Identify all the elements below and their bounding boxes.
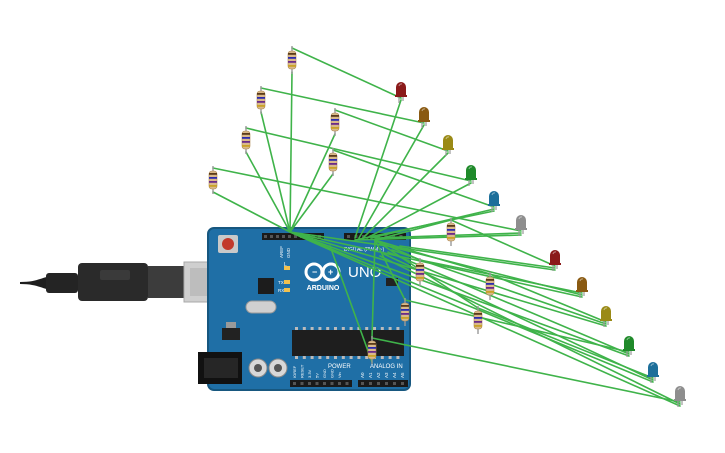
led[interactable] xyxy=(442,135,454,156)
wire[interactable] xyxy=(354,99,402,239)
crystal-icon xyxy=(245,300,277,314)
digital-label: DIGITAL (PWM ~) xyxy=(344,247,384,253)
led[interactable] xyxy=(549,250,561,271)
led[interactable] xyxy=(488,191,500,212)
wire[interactable] xyxy=(260,111,291,233)
usb-cable-icon xyxy=(20,261,239,303)
wire[interactable] xyxy=(329,245,373,363)
wire[interactable] xyxy=(289,231,630,357)
power-pin-label: 5V xyxy=(315,373,320,378)
resistor[interactable] xyxy=(241,126,251,154)
regulator-icon xyxy=(222,328,240,340)
led[interactable] xyxy=(647,362,659,383)
wire[interactable] xyxy=(260,87,425,124)
resistor[interactable] xyxy=(415,258,425,286)
capacitor-icon xyxy=(248,358,288,378)
arduino-uno-board: − + ARDUINO UNO DIGITAL (PWM ~) POWER AN… xyxy=(198,227,411,391)
led-group xyxy=(395,82,686,407)
wire[interactable] xyxy=(354,234,522,241)
model-label: UNO xyxy=(348,264,381,281)
wire[interactable] xyxy=(395,247,583,296)
wire-group xyxy=(212,47,681,407)
power-pin-label: IOREF xyxy=(292,365,297,378)
resistor[interactable] xyxy=(367,336,377,364)
resistor[interactable] xyxy=(485,272,495,300)
power-pin-label: GND xyxy=(322,369,327,378)
wire[interactable] xyxy=(332,149,495,208)
wire[interactable] xyxy=(387,251,630,355)
reset-button-icon[interactable] xyxy=(218,235,238,253)
rx-label: RX xyxy=(278,288,284,293)
svg-text:+: + xyxy=(328,267,333,277)
wire[interactable] xyxy=(354,210,495,241)
analog-label: ANALOG IN xyxy=(370,364,403,370)
led[interactable] xyxy=(515,215,527,236)
wire[interactable] xyxy=(289,231,556,271)
l-led-label: L xyxy=(284,262,287,268)
brand-label: ARDUINO xyxy=(307,285,340,292)
analog-pin-label: A3 xyxy=(384,372,389,378)
led[interactable] xyxy=(576,277,588,298)
wire[interactable] xyxy=(289,231,681,407)
wire[interactable] xyxy=(245,151,291,233)
analog-pin-label: A5 xyxy=(400,372,405,378)
led[interactable] xyxy=(418,107,430,128)
wire[interactable] xyxy=(289,231,654,383)
wire[interactable] xyxy=(399,245,556,269)
wire[interactable] xyxy=(489,273,607,323)
wire[interactable] xyxy=(291,47,402,99)
analog-header xyxy=(358,380,408,387)
resistor[interactable] xyxy=(400,298,410,326)
digital-header-left xyxy=(262,233,324,240)
power-pin-label: 3.3V xyxy=(307,369,312,378)
wire[interactable] xyxy=(383,253,654,381)
wire[interactable] xyxy=(374,239,406,301)
led[interactable] xyxy=(623,336,635,357)
resistor[interactable] xyxy=(330,108,340,136)
led[interactable] xyxy=(395,82,407,103)
power-label: POWER xyxy=(328,364,351,370)
analog-pin-label: A2 xyxy=(376,372,381,378)
led[interactable] xyxy=(465,165,477,186)
analog-pin-label: A4 xyxy=(392,372,397,378)
power-pin-label: GND xyxy=(330,369,335,378)
chip-icon xyxy=(292,327,404,359)
resistor[interactable] xyxy=(328,148,338,176)
wire[interactable] xyxy=(289,231,607,327)
resistor[interactable] xyxy=(446,218,456,246)
led[interactable] xyxy=(674,386,686,407)
analog-pin-label: A0 xyxy=(360,372,365,378)
header-pin-label: AREF xyxy=(279,246,284,258)
resistor[interactable] xyxy=(287,46,297,74)
resistor[interactable] xyxy=(256,86,266,114)
wire[interactable] xyxy=(245,127,472,182)
resistor-group xyxy=(208,46,495,364)
wire[interactable] xyxy=(371,337,681,403)
wire[interactable] xyxy=(366,182,472,239)
wire[interactable] xyxy=(289,231,583,298)
usb-chip-icon xyxy=(258,278,274,294)
power-pin-label: RESET xyxy=(300,364,305,378)
wire[interactable] xyxy=(450,219,556,267)
header-pin-label: GND xyxy=(286,247,291,258)
power-jack-icon xyxy=(198,352,242,384)
wire[interactable] xyxy=(289,133,336,233)
analog-pin-label: A1 xyxy=(368,372,373,378)
led[interactable] xyxy=(600,306,612,327)
wire[interactable] xyxy=(289,173,334,233)
power-pin-label: Vin xyxy=(337,372,342,378)
wire[interactable] xyxy=(362,152,449,239)
power-header xyxy=(290,380,352,387)
wire[interactable] xyxy=(358,124,425,239)
resistor[interactable] xyxy=(473,306,483,334)
svg-text:−: − xyxy=(312,267,317,277)
wire[interactable] xyxy=(212,191,291,233)
wire[interactable] xyxy=(379,255,681,405)
wire[interactable] xyxy=(289,71,293,233)
tx-label: TX xyxy=(278,280,284,285)
resistor[interactable] xyxy=(208,166,218,194)
